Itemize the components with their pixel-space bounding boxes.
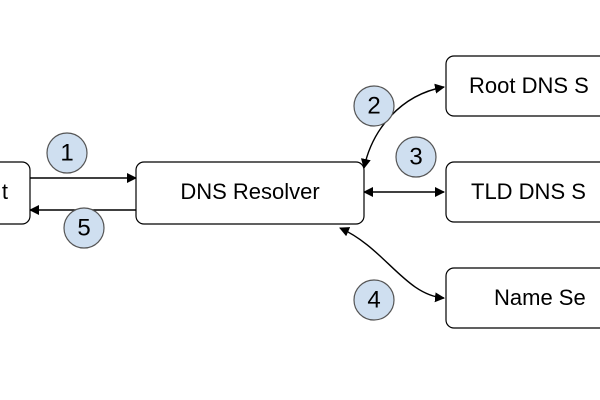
name-server-label: Name Se [494,285,586,310]
tld-dns-server-label: TLD DNS S [471,179,586,204]
client-label: t [2,179,8,204]
step-badge-2: 2 [353,85,395,127]
name-server-node: Name Se [445,267,600,329]
tld-dns-server-node: TLD DNS S [445,161,600,223]
dns-resolver-node: DNS Resolver [135,161,365,225]
step-number-3: 3 [409,144,422,171]
step-number-2: 2 [367,93,380,120]
step-badge-5: 5 [63,207,105,249]
dns-resolver-label: DNS Resolver [180,179,319,204]
step-number-4: 4 [367,287,380,314]
step-badge-1: 1 [46,132,88,174]
edge-resolver-name-server [339,227,445,303]
client-node: t [0,161,31,225]
root-dns-server-node: Root DNS S [445,55,600,117]
step-number-1: 1 [60,140,73,167]
step-badge-3: 3 [395,136,437,178]
step-number-5: 5 [77,215,90,242]
root-dns-server-label: Root DNS S [469,73,589,98]
step-badge-4: 4 [353,279,395,321]
